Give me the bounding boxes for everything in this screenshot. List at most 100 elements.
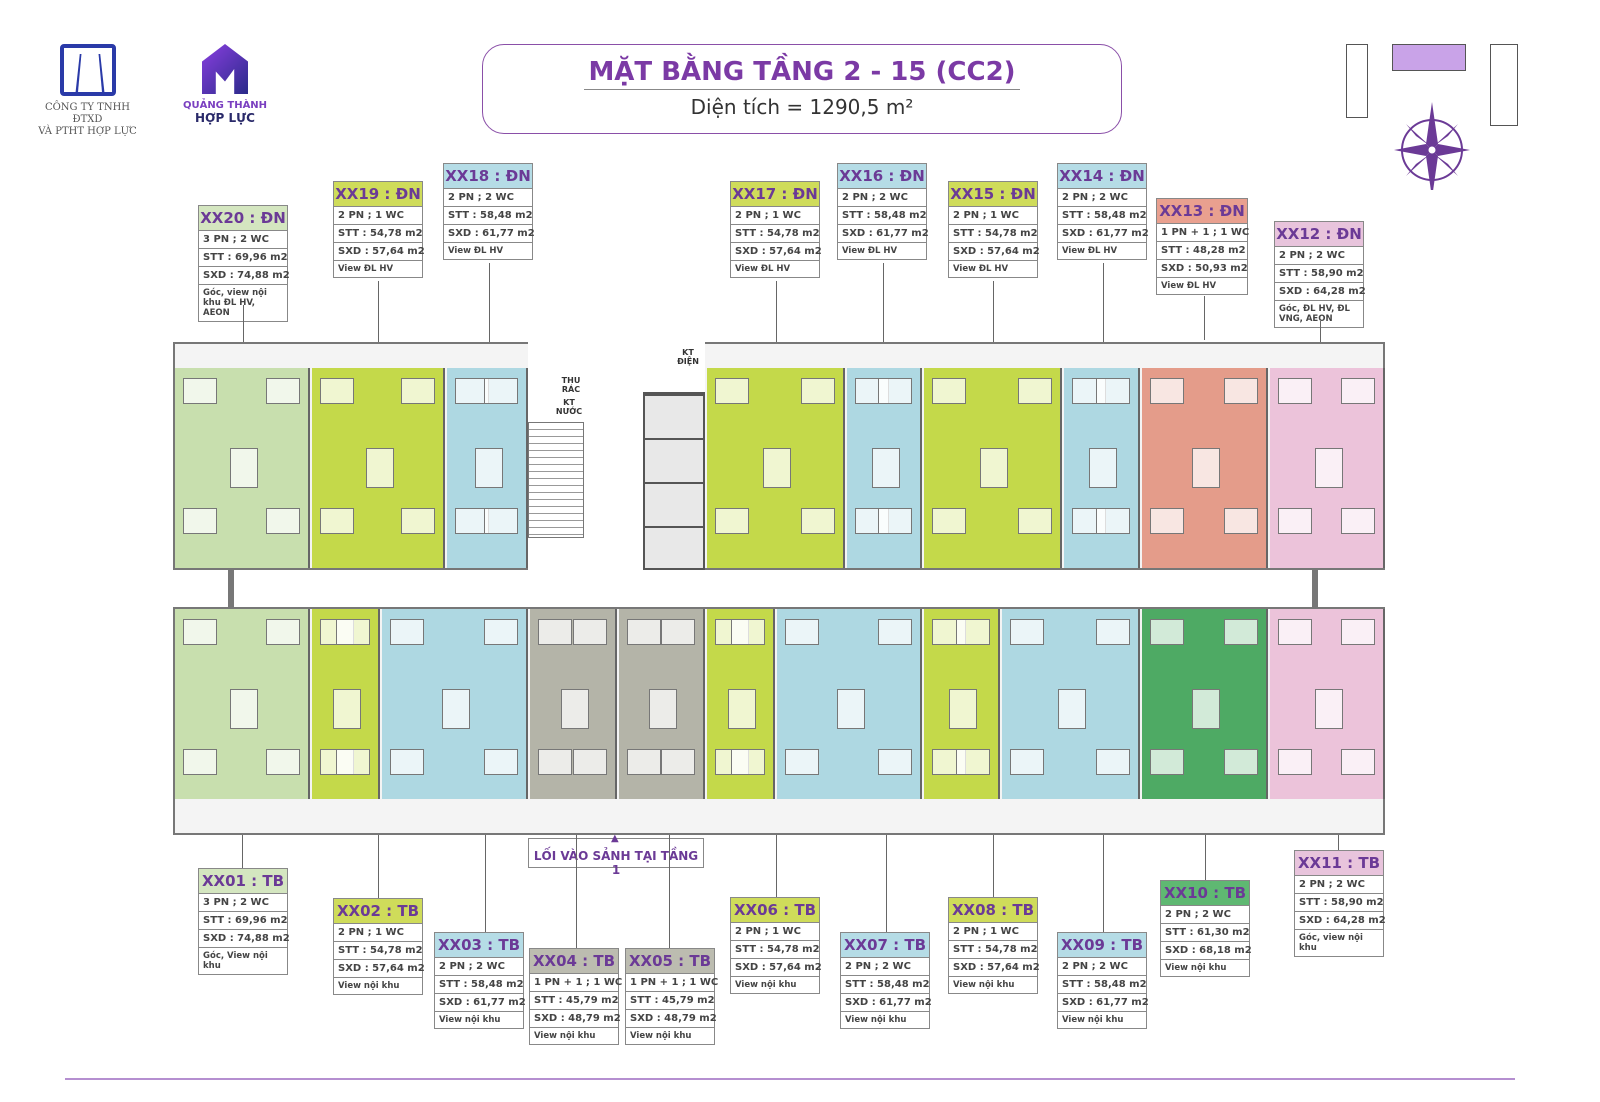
unit-stt-area: STT : 54,78 m2: [731, 940, 820, 958]
unit-rooms: 2 PN ; 1 WC: [949, 922, 1037, 940]
furniture: [878, 508, 912, 534]
furniture: [390, 619, 424, 645]
unit-stt-area: STT : 58,90 m2: [1295, 893, 1384, 911]
unit-rooms: 2 PN ; 1 WC: [731, 206, 819, 224]
plan-unit-xx04: [530, 609, 617, 799]
furniture: [442, 689, 470, 729]
furniture: [1089, 448, 1117, 488]
furniture: [401, 508, 435, 534]
plan-unit-xx02: [312, 609, 380, 799]
unit-code: XX08 : TB: [949, 898, 1037, 922]
unit-stt-area: STT : 58,48 m2: [1058, 975, 1147, 993]
unit-stt-area: STT : 45,79 m2: [530, 991, 619, 1009]
unit-code: XX11 : TB: [1295, 851, 1383, 875]
unit-rooms: 2 PN ; 1 WC: [731, 922, 819, 940]
plan-unit-xx05: [619, 609, 705, 799]
unit-note: View ĐL HV: [334, 260, 422, 277]
unit-stt-area: STT : 58,48 m2: [1058, 206, 1147, 224]
unit-rooms: 2 PN ; 2 WC: [1161, 905, 1249, 923]
title-panel: MẶT BẰNG TẦNG 2 - 15 (CC2) Diện tích = 1…: [482, 44, 1122, 134]
leader-line: [485, 835, 486, 932]
furniture: [627, 619, 661, 645]
furniture: [661, 749, 695, 775]
plan-unit-xx15: [924, 368, 1062, 568]
furniture: [538, 619, 572, 645]
unit-note: Góc, view nội khu: [1295, 929, 1383, 956]
furniture: [1341, 619, 1375, 645]
trash-room-label: THU RÁC: [561, 376, 581, 394]
unit-stt-area: STT : 54,78 m2: [949, 940, 1038, 958]
unit-note: View nội khu: [626, 1027, 714, 1044]
furniture: [649, 689, 677, 729]
plan-unit-xx18: [447, 368, 528, 568]
furniture: [763, 448, 791, 488]
leader-line: [883, 263, 884, 342]
footer-divider: [65, 1078, 1515, 1080]
furniture: [401, 378, 435, 404]
unit-note: View ĐL HV: [949, 260, 1037, 277]
minimap-block-current: [1392, 44, 1466, 71]
unit-rooms: 2 PN ; 2 WC: [444, 188, 532, 206]
company-logo: CÔNG TY TNHH ĐTXD VÀ PTHT HỢP LỰC: [30, 44, 145, 138]
furniture: [365, 448, 394, 488]
unit-note: Góc, View nội khu: [199, 947, 287, 974]
furniture: [1278, 619, 1312, 645]
furniture: [728, 689, 756, 729]
unit-stt-area: STT : 58,90 m2: [1275, 264, 1364, 282]
plan-unit-xx19: [312, 368, 445, 568]
leader-line: [993, 835, 994, 897]
unit-code: XX19 : ĐN: [334, 182, 422, 206]
unit-note: View nội khu: [1161, 959, 1249, 976]
leader-line: [1338, 835, 1339, 850]
unit-sxd-area: SXD : 57,64 m2: [334, 242, 425, 260]
furniture: [932, 508, 966, 534]
unit-stt-area: STT : 58,48 m2: [841, 975, 930, 993]
leader-line: [1103, 835, 1104, 932]
unit-stt-area: STT : 54,78 m2: [731, 224, 820, 242]
unit-code: XX02 : TB: [334, 899, 422, 923]
furniture: [538, 749, 572, 775]
furniture: [1096, 508, 1130, 534]
furniture: [949, 689, 977, 729]
furniture: [1018, 378, 1052, 404]
furniture: [1150, 619, 1184, 645]
furniture: [627, 749, 661, 775]
unit-note: Góc, ĐL HV, ĐL VNG, AEON: [1275, 300, 1363, 327]
furniture: [980, 448, 1008, 488]
unit-code: XX15 : ĐN: [949, 182, 1037, 206]
furniture: [878, 378, 912, 404]
unit-stt-area: STT : 54,78 m2: [949, 224, 1038, 242]
furniture: [871, 448, 900, 488]
furniture: [336, 619, 370, 645]
leader-line: [378, 835, 379, 898]
unit-note: View ĐL HV: [444, 242, 532, 259]
unit-stt-area: STT : 48,28 m2: [1157, 241, 1247, 259]
furniture: [1224, 378, 1258, 404]
unit-sxd-area: SXD : 61,77 m2: [838, 224, 929, 242]
unit-stt-area: STT : 54,78 m2: [334, 941, 423, 959]
leader-line: [576, 835, 577, 948]
compass-icon: [1394, 102, 1470, 190]
furniture: [1150, 749, 1184, 775]
unit-code: XX09 : TB: [1058, 933, 1146, 957]
furniture: [183, 749, 217, 775]
unit-code: XX01 : TB: [199, 869, 287, 893]
unit-stt-area: STT : 69,96 m2: [199, 248, 288, 266]
electric-room-label: KT ĐIỆN: [677, 348, 699, 366]
unit-stt-area: STT : 45,79 m2: [626, 991, 715, 1009]
furniture: [661, 619, 695, 645]
leader-line: [378, 281, 379, 342]
unit-code: XX18 : ĐN: [444, 164, 532, 188]
furniture: [560, 689, 589, 729]
unit-code: XX04 : TB: [530, 949, 618, 973]
furniture: [1341, 378, 1375, 404]
unit-note: View ĐL HV: [1157, 277, 1247, 294]
furniture: [455, 508, 489, 534]
leader-line: [489, 263, 490, 342]
